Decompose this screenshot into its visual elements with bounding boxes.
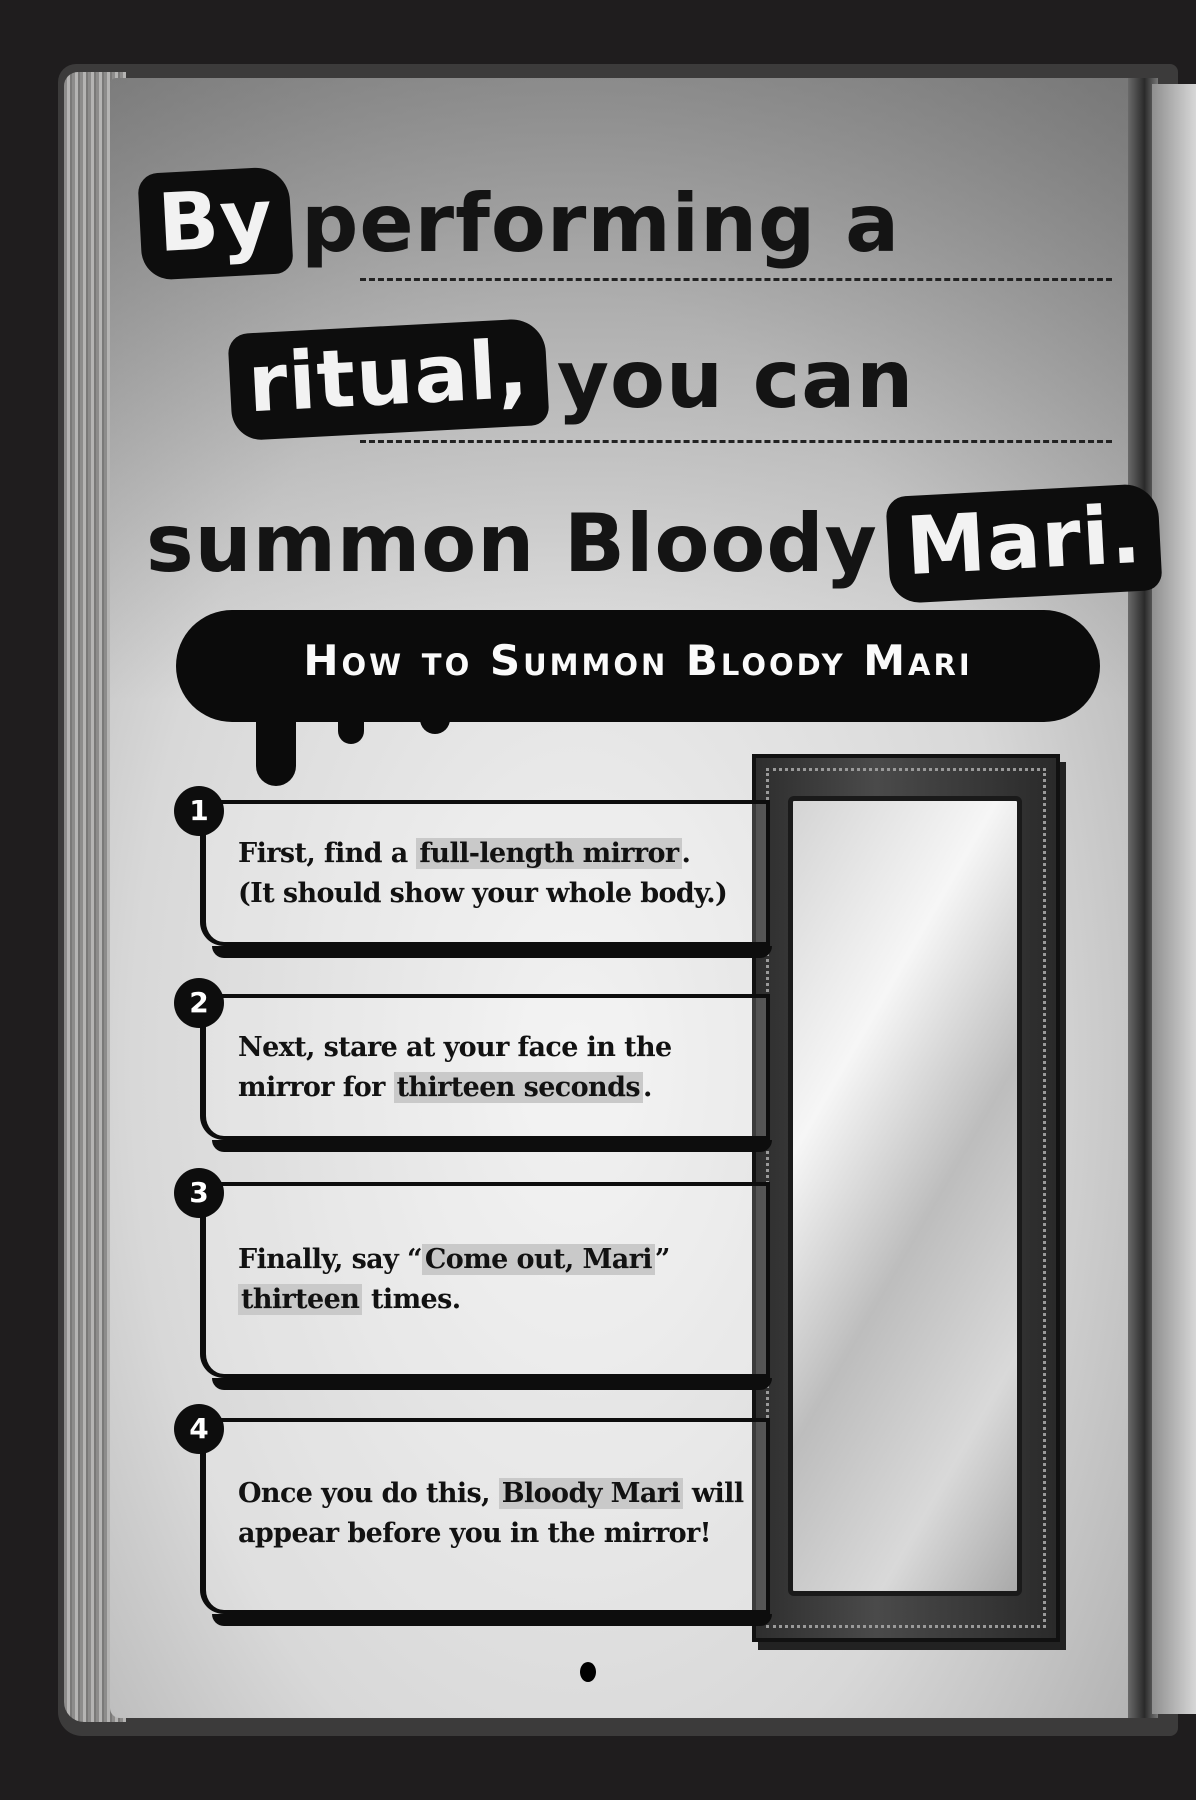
headline-highlight-by: By: [137, 166, 294, 281]
step-3-text-part: ”: [654, 1244, 671, 1275]
step-box-3: [200, 1182, 772, 1390]
step-number-badge: 1: [174, 786, 224, 836]
section-title: How to Summon Bloody Mari: [303, 636, 973, 685]
banner-drip: [420, 700, 450, 734]
step-number-badge: 2: [174, 978, 224, 1028]
page-marker-dot: [580, 1662, 596, 1682]
headline-text-3: summon Bloody: [146, 497, 878, 590]
step-4-text-part: will: [683, 1478, 744, 1509]
step-1-text-part: .: [681, 838, 691, 869]
step-3-highlight-2: thirteen: [238, 1284, 363, 1315]
step-4-highlight: Bloody Mari: [498, 1478, 684, 1509]
step-2-text-part: mirror for: [238, 1072, 394, 1103]
step-4-text-part: Once you do this,: [238, 1478, 499, 1509]
step-text-3: Finally, say “Come out, Mari” thirteen t…: [238, 1240, 778, 1320]
headline-highlight-mari: Mari.: [885, 482, 1163, 605]
step-3-highlight: Come out, Mari: [421, 1244, 655, 1275]
step-1-line-2: (It should show your whole body.): [238, 878, 728, 909]
step-2-highlight: thirteen seconds: [393, 1072, 643, 1103]
step-3-text-part: times.: [362, 1284, 461, 1315]
step-text-1: First, find a full-length mirror. (It sh…: [238, 834, 778, 914]
step-3-text-part: Finally, say “: [238, 1244, 422, 1275]
mirror-glass-illustration: [788, 796, 1022, 1596]
step-box-4: [200, 1418, 772, 1626]
step-2-text-part: .: [642, 1072, 652, 1103]
section-banner: [176, 610, 1100, 722]
step-box-2: [200, 994, 772, 1152]
banner-drip: [256, 690, 296, 786]
facing-page-edge: [1152, 84, 1196, 1714]
headline-divider-2: [360, 440, 1112, 443]
headline-divider-1: [360, 278, 1112, 281]
step-number-badge: 3: [174, 1168, 224, 1218]
headline-highlight-ritual: ritual,: [227, 317, 550, 442]
step-1-highlight: full-length mirror: [416, 838, 682, 869]
step-2-line-1: Next, stare at your face in the: [238, 1032, 672, 1063]
headline-line-2: ritual,you can: [227, 317, 924, 442]
step-box-1: [200, 800, 772, 958]
step-1-text-part: First, find a: [238, 838, 417, 869]
step-number-badge: 4: [174, 1404, 224, 1454]
banner-drip: [338, 700, 364, 744]
step-text-4: Once you do this, Bloody Mari will appea…: [238, 1474, 778, 1554]
step-4-line-2: appear before you in the mirror!: [238, 1518, 712, 1549]
step-text-2: Next, stare at your face in the mirror f…: [238, 1028, 778, 1108]
headline-text-1: performing a: [301, 177, 901, 270]
headline-text-2: you can: [556, 333, 915, 426]
